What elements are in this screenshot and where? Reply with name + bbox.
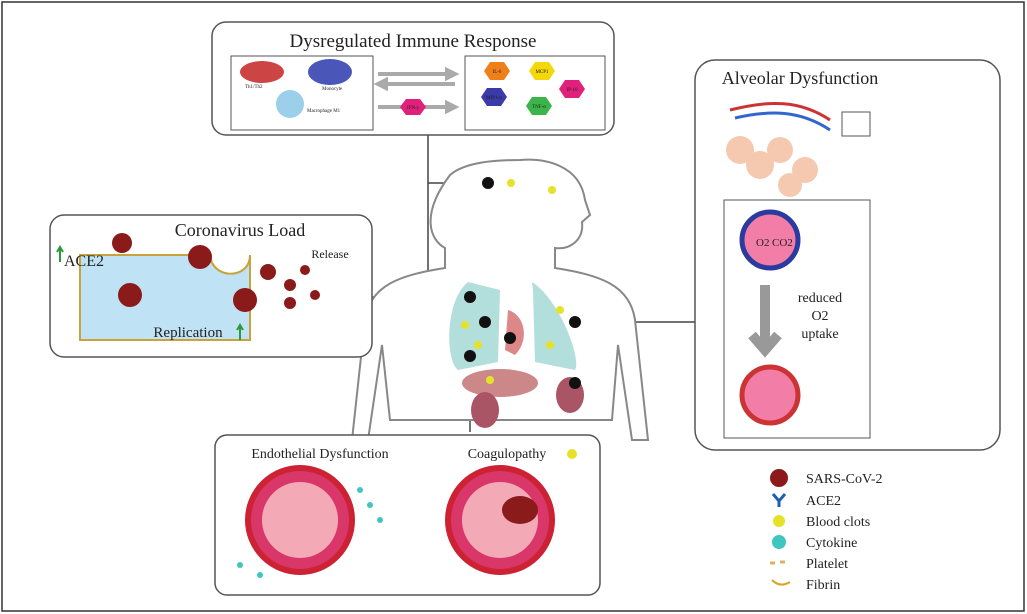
kidney-left bbox=[471, 392, 499, 428]
arrow-down-icon bbox=[748, 285, 782, 358]
mediator-label: IFN-γ bbox=[407, 106, 420, 111]
endothelial-title: Endothelial Dysfunction bbox=[251, 447, 388, 462]
receptor-icon bbox=[771, 493, 787, 507]
left-lung bbox=[449, 282, 500, 370]
exchange-arrows bbox=[373, 66, 460, 115]
cell-label: Macrophage M1 bbox=[307, 109, 341, 114]
replication-label: Replication bbox=[153, 325, 223, 341]
cytokine-label: IP-10 bbox=[566, 88, 578, 93]
virus-icon bbox=[112, 233, 132, 253]
ace2-label: ACE2 bbox=[64, 253, 104, 270]
arrow-up-icon bbox=[56, 245, 64, 262]
cytokine-label: IL-6 bbox=[493, 70, 502, 75]
coagulopathy-title: Coagulopathy bbox=[468, 447, 547, 462]
alveolar-title: Alveolar Dysfunction bbox=[722, 68, 878, 88]
cytokine-label: TNF-α bbox=[532, 105, 546, 110]
immune-panel: Dysregulated Immune Response Th1/Th2 Mon… bbox=[211, 21, 615, 136]
virus-icon bbox=[770, 469, 788, 487]
immune-title: Dysregulated Immune Response bbox=[290, 31, 537, 52]
virus-panel: Coronavirus Load ACE2 Release Replicatio… bbox=[49, 214, 373, 358]
cell-label: Th1/Th2 bbox=[245, 85, 263, 90]
markers bbox=[461, 177, 581, 389]
human-body bbox=[350, 158, 650, 441]
legend: SARS-CoV-2 ACE2 Blood clots Cytokine Pla… bbox=[770, 469, 883, 593]
liver bbox=[462, 369, 538, 397]
platelet-icon bbox=[770, 560, 785, 565]
monocyte bbox=[308, 59, 352, 85]
alveolar-panel: Alveolar Dysfunction O2 CO2 reduced O2 u… bbox=[694, 59, 1001, 451]
macrophage bbox=[276, 90, 304, 118]
legend-label: Cytokine bbox=[806, 536, 857, 551]
co2-label: CO2 bbox=[772, 237, 793, 249]
legend-label: SARS-CoV-2 bbox=[806, 472, 883, 487]
cell-label: Monocyte bbox=[322, 87, 343, 92]
fibrin-icon bbox=[771, 579, 791, 586]
virus-icon bbox=[118, 283, 142, 307]
cytokine-icon bbox=[772, 535, 786, 549]
reduced-label: O2 bbox=[811, 309, 828, 324]
th-cell bbox=[240, 61, 284, 83]
virus-icon bbox=[233, 288, 257, 312]
right-lung bbox=[532, 282, 577, 370]
o2-label: O2 bbox=[756, 237, 769, 249]
arrow-up-icon bbox=[236, 323, 244, 340]
clot-icon bbox=[773, 515, 785, 527]
release-label: Release bbox=[311, 247, 348, 261]
reduced-label: reduced bbox=[798, 291, 842, 306]
cytokine-label: MCP1 bbox=[535, 70, 549, 75]
reduced-label: uptake bbox=[801, 327, 838, 342]
virus-icon bbox=[188, 245, 212, 269]
legend-label: Fibrin bbox=[806, 578, 840, 593]
vascular-panel: Endothelial Dysfunction Coagulopathy bbox=[214, 434, 601, 596]
legend-label: ACE2 bbox=[806, 494, 841, 509]
legend-label: Platelet bbox=[806, 557, 848, 572]
legend-label: Blood clots bbox=[806, 515, 870, 530]
virus-title: Coronavirus Load bbox=[175, 220, 305, 240]
cytokine-label: MIP1-α bbox=[486, 96, 502, 101]
